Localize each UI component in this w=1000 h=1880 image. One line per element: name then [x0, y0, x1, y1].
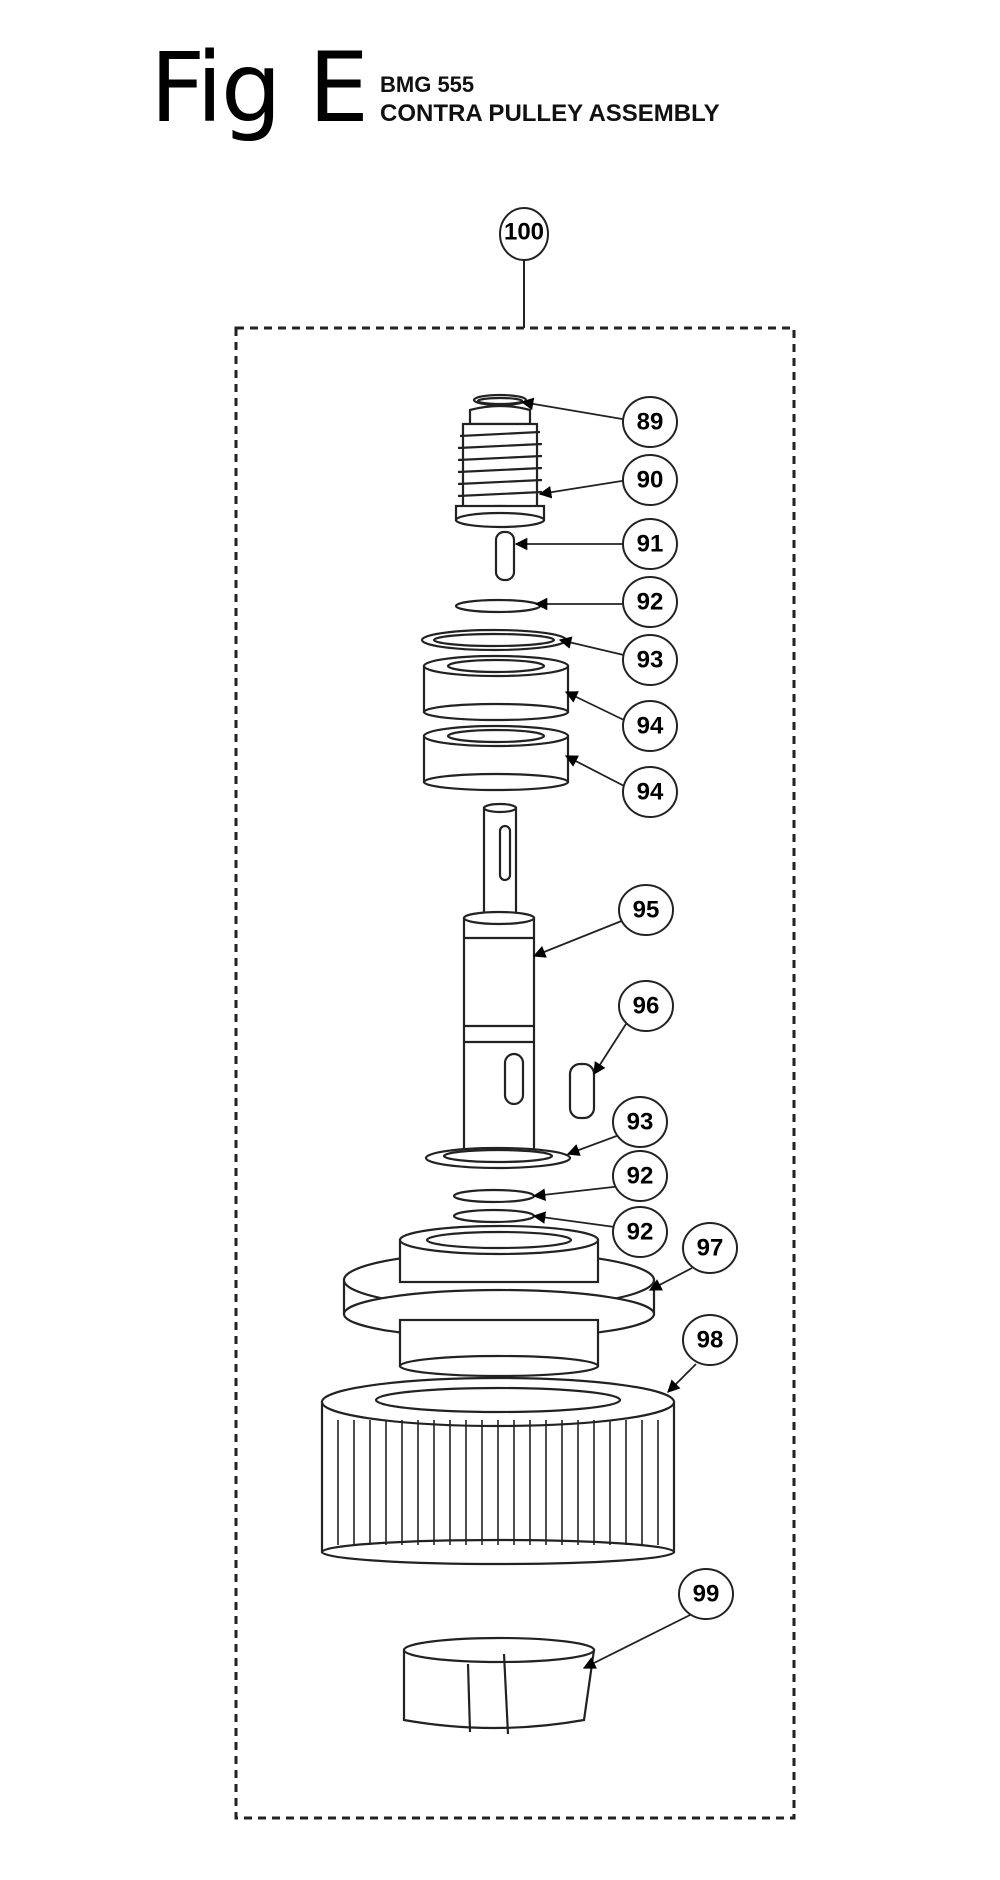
callout-label-94: 94: [637, 779, 664, 806]
bearing-part-lower: [422, 724, 570, 792]
shaft-part: [424, 802, 572, 1170]
shim-ring-part-upper: [454, 598, 542, 614]
leader-94b: [564, 755, 629, 789]
leader-93a: [558, 636, 629, 657]
leader-89: [520, 397, 629, 421]
callout-label-99: 99: [693, 1581, 720, 1608]
callout-label-89: 89: [637, 409, 664, 436]
callout-label-92: 92: [627, 1163, 654, 1190]
callout-circle: [678, 1568, 734, 1620]
leader-96: [593, 1023, 627, 1076]
leader-90: [538, 479, 629, 499]
retaining-ring-part: [472, 393, 528, 407]
key-part-96: [568, 1062, 596, 1120]
callout-label-95: 95: [633, 897, 660, 924]
callout-circle: [622, 766, 678, 818]
bearing-housing-part: [342, 1224, 656, 1378]
model-number: BMG 555: [380, 72, 475, 97]
leader-98: [667, 1363, 697, 1393]
callout-label-91: 91: [637, 531, 664, 558]
callout-circle: [682, 1222, 738, 1274]
leader-93b: [566, 1133, 623, 1156]
figure-label: Fig E: [150, 32, 369, 144]
callout-circle: [618, 980, 674, 1032]
callout-label-97: 97: [697, 1235, 724, 1262]
leader-97: [648, 1267, 693, 1291]
callout-label-94: 94: [637, 713, 664, 740]
callout-circle: [622, 634, 678, 686]
callout-circle: [618, 884, 674, 936]
snap-ring-part-upper: [420, 628, 568, 652]
leader-92b: [532, 1185, 623, 1201]
callout-circle: [499, 207, 549, 261]
callout-circle: [682, 1314, 738, 1366]
timing-pulley-part: [320, 1376, 676, 1566]
callout-circle: [622, 700, 678, 752]
leader-92c: [532, 1211, 623, 1229]
leader-94a: [564, 691, 629, 723]
assembly-boundary-box: [234, 326, 796, 1820]
callout-label-96: 96: [633, 993, 660, 1020]
shim-ring-part-lower-b: [452, 1208, 536, 1224]
worm-gear-part: [454, 404, 546, 529]
callout-label-92: 92: [637, 589, 664, 616]
callout-circle: [612, 1206, 668, 1258]
assembly-title: CONTRA PULLEY ASSEMBLY: [380, 100, 720, 127]
callout-label-98: 98: [697, 1327, 724, 1354]
shim-ring-part-lower-a: [452, 1188, 536, 1204]
callout-circle: [612, 1150, 668, 1202]
callout-circle: [622, 576, 678, 628]
callout-label-93: 93: [637, 647, 664, 674]
leader-99: [582, 1613, 693, 1669]
callout-circle: [622, 396, 678, 448]
callout-label-100: 100: [504, 219, 544, 246]
pulley-cover-part: [402, 1636, 596, 1735]
callout-circle: [622, 454, 678, 506]
leader-95: [532, 919, 625, 958]
callout-circle: [622, 518, 678, 570]
callout-label-90: 90: [637, 467, 664, 494]
bearing-part-upper: [422, 654, 570, 722]
callout-label-93: 93: [627, 1109, 654, 1136]
callout-label-92: 92: [627, 1219, 654, 1246]
key-part-91: [494, 530, 516, 582]
callout-circle: [612, 1096, 668, 1148]
